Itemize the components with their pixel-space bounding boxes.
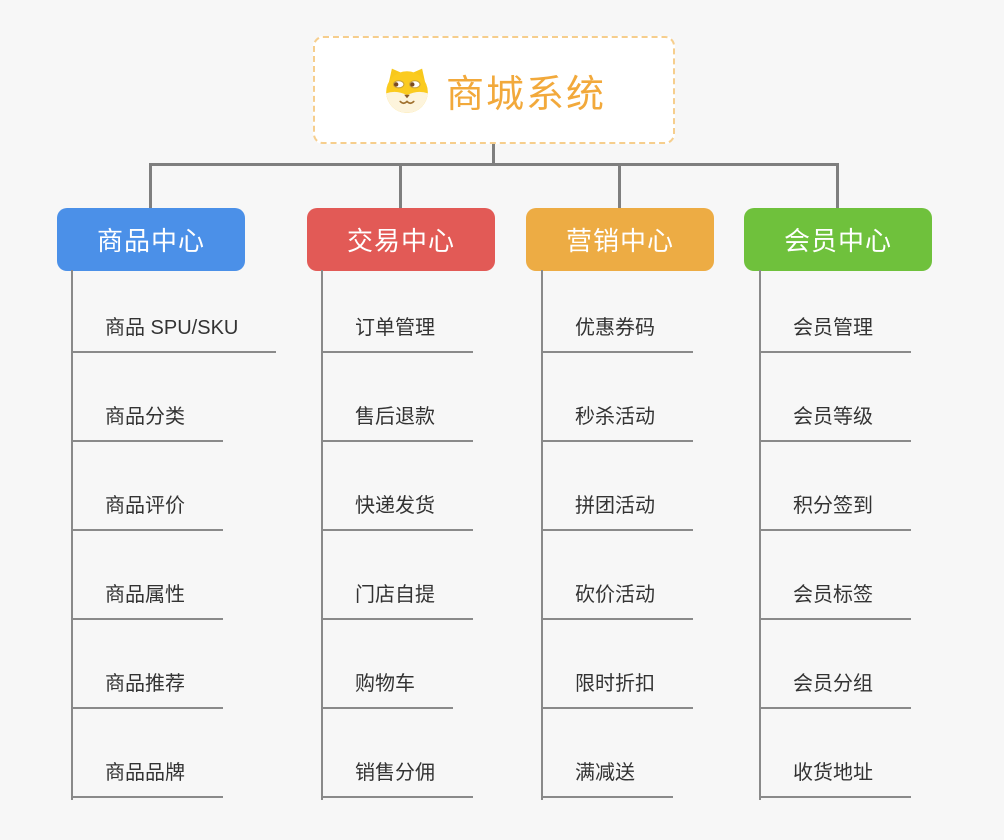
- leaf-node[interactable]: 订单管理: [321, 313, 473, 353]
- leaf-node[interactable]: 门店自提: [321, 580, 473, 620]
- leaf-node[interactable]: 积分签到: [759, 491, 911, 531]
- branch-node-product-center[interactable]: 商品中心: [57, 208, 245, 271]
- leaf-node[interactable]: 拼团活动: [541, 491, 693, 531]
- leaf-node[interactable]: 销售分佣: [321, 758, 473, 798]
- branch-spine-marketing: [541, 270, 543, 800]
- leaf-node[interactable]: 满减送: [541, 758, 673, 798]
- leaf-node[interactable]: 会员分组: [759, 669, 911, 709]
- leaf-node[interactable]: 商品分类: [71, 402, 223, 442]
- branch-node-member-center[interactable]: 会员中心: [744, 208, 932, 271]
- leaf-node[interactable]: 限时折扣: [541, 669, 693, 709]
- connector-drop-product: [149, 163, 152, 209]
- branch-label: 交易中心: [346, 226, 455, 256]
- leaf-node[interactable]: 会员等级: [759, 402, 911, 442]
- connector-drop-trade: [399, 163, 402, 209]
- leaf-node[interactable]: 砍价活动: [541, 580, 693, 620]
- branch-label: 会员中心: [783, 226, 892, 256]
- leaf-node[interactable]: 收货地址: [759, 758, 911, 798]
- leaf-node[interactable]: 优惠券码: [541, 313, 693, 353]
- leaf-node[interactable]: 商品评价: [71, 491, 223, 531]
- leaf-node[interactable]: 会员标签: [759, 580, 911, 620]
- root-node[interactable]: 商城系统: [313, 36, 675, 144]
- leaf-node[interactable]: 商品推荐: [71, 669, 223, 709]
- leaf-node[interactable]: 售后退款: [321, 402, 473, 442]
- connector-horizontal: [149, 163, 839, 166]
- branch-spine-trade: [321, 270, 323, 800]
- connector-root-stub: [492, 142, 495, 163]
- leaf-node[interactable]: 商品属性: [71, 580, 223, 620]
- leaf-node[interactable]: 秒杀活动: [541, 402, 693, 442]
- root-node-label: 商城系统: [445, 73, 606, 116]
- connector-drop-member: [836, 163, 839, 209]
- leaf-node[interactable]: 会员管理: [759, 313, 911, 353]
- leaf-node[interactable]: 快递发货: [321, 491, 473, 531]
- branch-node-trade-center[interactable]: 交易中心: [307, 208, 495, 271]
- branch-spine-product: [71, 270, 73, 800]
- leaf-node[interactable]: 商品 SPU/SKU: [71, 313, 277, 353]
- connector-drop-marketing: [618, 163, 621, 209]
- dog-face-icon: [382, 65, 432, 115]
- leaf-node[interactable]: 购物车: [321, 669, 453, 709]
- branch-spine-member: [759, 270, 761, 800]
- branch-node-marketing-center[interactable]: 营销中心: [526, 208, 714, 271]
- leaf-node[interactable]: 商品品牌: [71, 758, 223, 798]
- branch-label: 营销中心: [565, 226, 674, 256]
- branch-label: 商品中心: [96, 226, 205, 256]
